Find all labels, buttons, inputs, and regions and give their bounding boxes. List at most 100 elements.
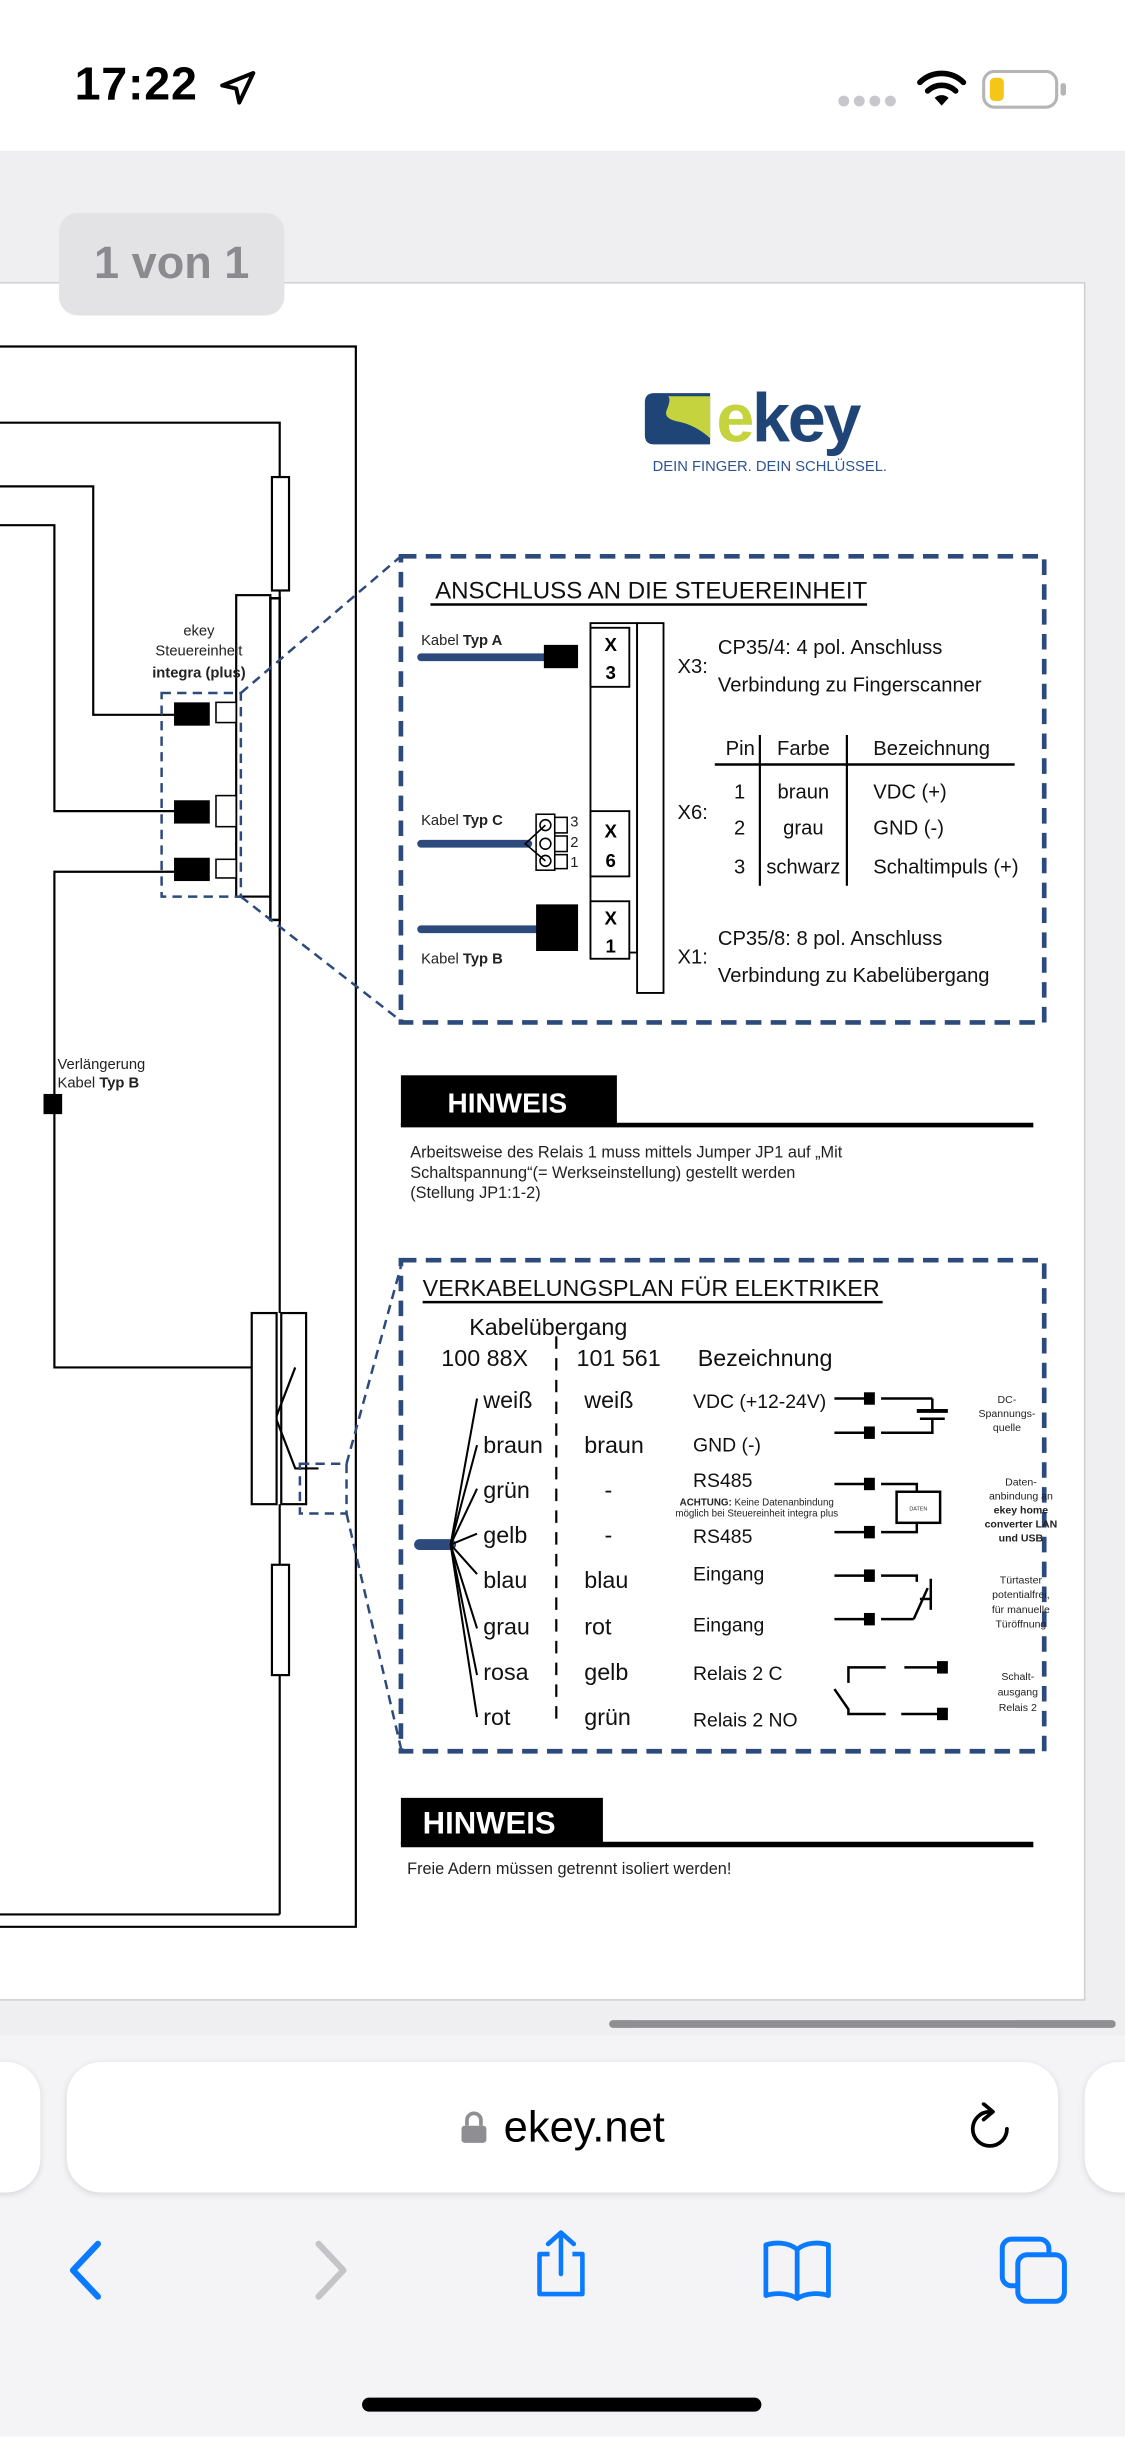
- wire-function: RS485: [693, 1470, 752, 1492]
- note-2-text: Freie Adern müssen getrennt isoliert wer…: [407, 1860, 731, 1878]
- wire-strand: [449, 1444, 479, 1545]
- plug-pin-2: 2: [570, 835, 578, 851]
- connection-box: ANSCHLUSS AN DIE STEUEREINHEIT X 3 X 6 X…: [398, 553, 1047, 1025]
- svg-text:DC-: DC-: [998, 1394, 1017, 1406]
- svg-text:Türtaster: Türtaster: [1000, 1574, 1043, 1586]
- unit-label-name: Steuereinheit: [155, 644, 242, 660]
- unit-label-model: integra (plus): [152, 666, 246, 682]
- wire-color-101561: braun: [584, 1432, 644, 1458]
- cable-c-label: Kabel Typ C: [421, 813, 503, 829]
- x6-label: X6:: [678, 802, 708, 824]
- wiring-col-header: 100 88X: [441, 1345, 528, 1371]
- pin-number: 3: [734, 856, 745, 878]
- connection-title: ANSCHLUSS AN DIE STEUEREINHEIT: [435, 577, 867, 604]
- cable-a-label: Kabel Typ A: [421, 633, 503, 649]
- address-display[interactable]: ekey.net: [67, 2062, 1058, 2193]
- wire-top: [0, 421, 281, 478]
- wire-color-10088x: rot: [483, 1704, 511, 1730]
- battery-low-icon: [982, 69, 1066, 109]
- note-1-text: Schaltspannung“(= Werkseinstellung) gest…: [410, 1164, 795, 1182]
- tabs-icon[interactable]: [998, 2235, 1069, 2306]
- dc-source-label: DC-Spannungs-quelle: [978, 1394, 1035, 1434]
- share-icon[interactable]: [525, 2228, 596, 2299]
- x3-label: X3:: [678, 656, 708, 678]
- pin-table-header: Pin: [726, 738, 755, 760]
- cable-b-label: Kabel Typ B: [421, 951, 503, 967]
- unit-label-brand: ekey: [183, 624, 215, 640]
- cable-transition-part: [250, 1311, 278, 1506]
- connectors: [43, 701, 237, 1115]
- pin-number: 2: [734, 817, 745, 839]
- wiring-title: VERKABELUNGSPLAN FÜR ELEKTRIKER: [423, 1275, 880, 1301]
- svg-text:ACHTUNG: Keine Datenanbindung: ACHTUNG: Keine Datenanbindung: [680, 1498, 834, 1509]
- bookmarks-icon[interactable]: [761, 2235, 832, 2306]
- wire-color-10088x: weiß: [482, 1387, 532, 1413]
- note-1-text: (Stellung JP1:1-2): [410, 1184, 540, 1202]
- wiring-row: gelb - RS485: [483, 1522, 752, 1548]
- back-icon[interactable]: [51, 2235, 122, 2306]
- wire-function: Eingang: [693, 1563, 764, 1585]
- x3-description: CP35/4: 4 pol. Anschluss: [718, 637, 942, 659]
- wire-strand: [449, 1544, 479, 1718]
- cable-transition-part-2: [280, 1311, 308, 1506]
- wire-color-10088x: gelb: [483, 1522, 527, 1548]
- plug-3pin: [524, 813, 568, 871]
- pin-function: Schaltimpuls (+): [873, 856, 1018, 878]
- terminal-x6: [589, 810, 631, 878]
- note-1-text: Arbeitsweise des Relais 1 muss mittels J…: [410, 1144, 842, 1162]
- page-sheet: [0, 282, 1086, 2001]
- wire-function: RS485: [693, 1526, 752, 1548]
- pin-number: 1: [734, 782, 745, 804]
- svg-text:converter LAN: converter LAN: [985, 1518, 1058, 1530]
- address-bar[interactable]: ekey.net: [66, 2062, 1059, 2193]
- lock-part-upper: [270, 475, 291, 592]
- note-1-heading: HINWEIS: [448, 1088, 568, 1119]
- wire-color-101561: -: [604, 1522, 612, 1548]
- svg-text:anbindung an: anbindung an: [989, 1491, 1053, 1503]
- url-text: ekey.net: [503, 2102, 665, 2151]
- wire-function: Relais 2 NO: [693, 1709, 798, 1731]
- pin-function: GND (-): [873, 817, 944, 839]
- cellular-signal-icon: [838, 95, 896, 107]
- logo-wordmark: ekey: [716, 380, 861, 456]
- lock-icon: [461, 2111, 487, 2143]
- logo-tagline: DEIN FINGER. DEIN SCHLÜSSEL.: [653, 457, 887, 475]
- zoom-callouts: [160, 555, 403, 1749]
- circuit-symbols: [833, 1397, 948, 1716]
- x3-connection: Verbindung zu Fingerscanner: [718, 674, 982, 696]
- pin-color: grau: [783, 817, 823, 839]
- reload-icon[interactable]: [965, 2102, 1015, 2155]
- x1-connection: Verbindung zu Kabelübergang: [718, 965, 990, 987]
- wire-strand: [449, 1544, 479, 1629]
- control-unit-box: [235, 594, 272, 898]
- plug-pin-1: 1: [570, 855, 578, 871]
- wire-strand: [449, 1544, 479, 1676]
- x1-number: 1: [606, 936, 616, 957]
- svg-text:Relais 2: Relais 2: [999, 1702, 1037, 1714]
- svg-text:für manuelle: für manuelle: [992, 1604, 1050, 1616]
- wire-color-101561: gelb: [584, 1659, 628, 1685]
- forward-icon[interactable]: [294, 2235, 365, 2306]
- wire-color-10088x: rosa: [483, 1659, 528, 1685]
- x3-letter: X: [604, 634, 617, 655]
- svg-text:und USB: und USB: [999, 1532, 1044, 1544]
- horizontal-scrollbar[interactable]: [609, 2020, 1116, 2028]
- x6-letter: X: [604, 821, 617, 842]
- wiring-col-header: Bezeichnung: [698, 1345, 833, 1371]
- previous-tab-preview[interactable]: [0, 2062, 41, 2193]
- status-time: 17:22: [74, 59, 198, 111]
- next-tab-preview[interactable]: [1084, 2062, 1125, 2193]
- wire-color-10088x: grün: [483, 1477, 530, 1503]
- x3-number: 3: [606, 662, 616, 683]
- svg-text:Daten-: Daten-: [1005, 1477, 1037, 1489]
- wire-function: GND (-): [693, 1434, 761, 1456]
